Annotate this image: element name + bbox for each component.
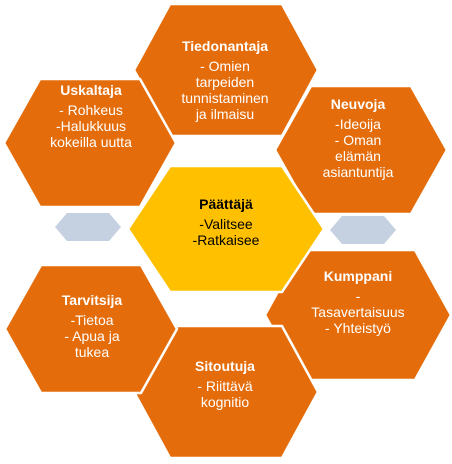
node-top-line: ja ilmaisu xyxy=(195,106,255,122)
node-lower-left-line: -Tietoa xyxy=(70,312,114,328)
node-upper-left-line: - Rohkeus xyxy=(59,102,123,118)
center-node-text: Päättäjä -Valitsee -Ratkaisee xyxy=(148,196,304,248)
node-lower-left-text: Tarvitsija -Tietoa - Apua ja tukea xyxy=(30,292,154,360)
hex-center xyxy=(126,164,326,294)
connector-left xyxy=(55,213,121,241)
node-upper-left-line: kokeilla uutta xyxy=(50,134,132,150)
hex-lower-left xyxy=(3,263,179,395)
node-upper-right-text: Neuvoja -Ideoija - Oman elämän asiantunt… xyxy=(296,96,420,180)
node-lower-right-text: Kumppani - Tasavertaisuus - Yhteistyö xyxy=(290,268,426,336)
node-lower-left-line: tukea xyxy=(74,344,110,360)
node-upper-right-line: elämän xyxy=(335,148,381,164)
node-top-line: tarpeiden xyxy=(195,74,255,90)
node-lower-left-line: - Apua ja xyxy=(64,328,120,344)
node-upper-left-title: Uskaltaja xyxy=(60,82,122,98)
center-node-line: -Ratkaisee xyxy=(192,232,260,248)
node-bottom-line: kognitio xyxy=(200,394,250,410)
node-upper-right-line: - Oman xyxy=(334,132,382,148)
node-top-line: tunnistaminen xyxy=(181,90,269,106)
node-top-line: - Omien xyxy=(200,58,250,74)
node-top-title: Tiedonantaja xyxy=(181,38,269,54)
node-lower-left-title: Tarvitsija xyxy=(61,292,123,308)
node-lower-right-line: - Yhteistyö xyxy=(325,320,391,336)
node-bottom-text: Sitoutuja - Riittävä kognitio xyxy=(150,358,300,410)
center-node-title: Päättäjä xyxy=(199,196,253,212)
node-upper-right-line: -Ideoija xyxy=(335,116,381,132)
node-lower-right-line: Tasavertaisuus xyxy=(311,304,405,320)
node-lower-right-line: - xyxy=(355,288,361,304)
node-bottom-line: - Riittävä xyxy=(197,378,253,394)
node-lower-right-title: Kumppani xyxy=(323,268,393,284)
node-upper-left-line: -Halukkuus xyxy=(55,118,127,134)
node-upper-left-text: Uskaltaja - Rohkeus -Halukkuus kokeilla … xyxy=(28,82,154,150)
connector-right xyxy=(330,216,396,244)
node-upper-right-title: Neuvoja xyxy=(330,96,386,112)
center-node-line: -Valitsee xyxy=(199,216,253,232)
node-bottom-title: Sitoutuja xyxy=(195,358,255,374)
hex-upper-left xyxy=(2,77,178,209)
node-upper-right-line: asiantuntija xyxy=(322,164,394,180)
node-top-text: Tiedonantaja - Omien tarpeiden tunnistam… xyxy=(150,38,300,122)
